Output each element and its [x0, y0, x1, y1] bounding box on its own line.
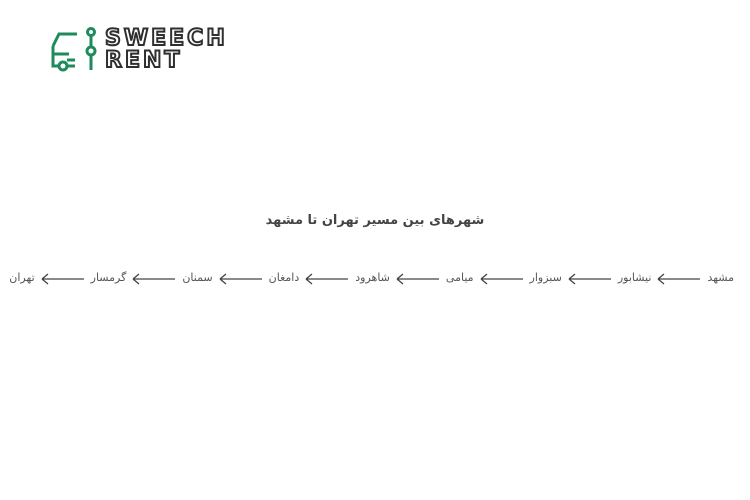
arrow-left-icon	[658, 273, 701, 285]
route-chain: مشهد نیشابور سبزوار میامی شاهرود دامغان سمنان گ…	[0, 268, 750, 292]
brand-wordmark: SWEECH RENT	[104, 26, 228, 73]
route-city: میامی	[445, 271, 474, 284]
route-city: گرمسار	[90, 271, 127, 284]
arrow-left-icon	[132, 273, 176, 285]
arrow-left-icon	[219, 273, 262, 285]
car-circuit-icon	[51, 27, 97, 72]
route-city: سمنان	[182, 271, 213, 284]
brand-logo[interactable]: SWEECH RENT	[49, 24, 228, 76]
route-city: مشهد	[707, 271, 734, 284]
route-city: نیشابور	[617, 271, 652, 284]
route-city: سبزوار	[529, 271, 562, 284]
arrow-left-icon	[305, 273, 349, 285]
route-city: دامغان	[268, 271, 300, 284]
route-city: شاهرود	[355, 271, 390, 284]
arrow-left-icon	[480, 273, 523, 285]
brand-line-1: SWEECH	[104, 26, 228, 51]
arrow-left-icon	[396, 273, 439, 285]
page-title: شهرهای بین مسیر تهران تا مشهد	[265, 213, 485, 228]
arrow-left-icon	[568, 273, 611, 285]
arrow-left-icon	[41, 273, 84, 285]
route-city: تهران	[9, 271, 35, 284]
brand-line-2: RENT	[104, 48, 183, 73]
